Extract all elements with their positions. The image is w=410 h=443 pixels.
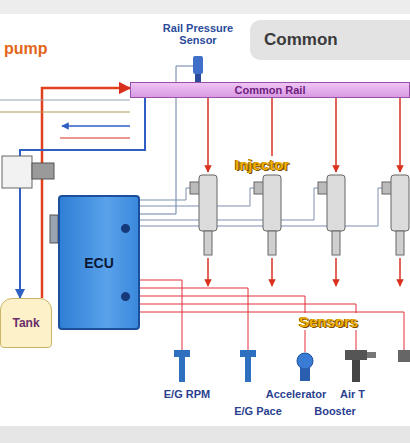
injector-symbol — [190, 175, 217, 286]
wire — [60, 138, 130, 139]
part-label: pump — [4, 40, 48, 58]
signal-wire — [140, 188, 318, 220]
injector-body — [199, 175, 217, 231]
pump-body — [2, 156, 32, 188]
injector-symbol — [318, 175, 345, 286]
diagram-title: Common — [264, 20, 338, 60]
rpm-sensor — [174, 350, 190, 357]
air-temp-sensor — [398, 350, 410, 362]
spray-arrow — [271, 258, 273, 286]
pressure-sensor — [193, 56, 203, 74]
pipe — [0, 99, 130, 100]
node-text: ECU — [84, 255, 114, 271]
booster-sensor — [345, 350, 367, 360]
rpm-sensor — [179, 357, 185, 382]
injector-nozzle — [268, 231, 276, 255]
sensor-label: Rail Pressure Sensor — [152, 22, 244, 46]
ecu-box: ECU — [58, 195, 140, 330]
injector-body — [263, 175, 281, 231]
accelerator-sensor — [297, 353, 313, 369]
title-band: Common — [250, 20, 410, 60]
pump-head — [32, 163, 54, 179]
top-band — [0, 0, 410, 14]
injector-nozzle — [332, 231, 340, 255]
fuel-feed — [335, 97, 337, 172]
sensor-name: Booster — [314, 405, 356, 417]
ecu-connector — [50, 215, 58, 243]
booster-sensor — [367, 352, 376, 358]
pressure-sensor — [195, 74, 201, 82]
bottom-band — [0, 426, 410, 443]
spray-arrow — [399, 258, 401, 286]
pipe — [0, 111, 130, 112]
injector-body — [327, 175, 345, 231]
sensor-name: E/G Pace — [234, 405, 282, 417]
group-label: Sensors — [296, 313, 361, 330]
sensor-wire — [140, 312, 404, 350]
sensor-name: Air T — [340, 388, 365, 400]
signal-wire — [140, 188, 190, 200]
sensor-wire — [140, 288, 248, 350]
fuel-feed — [207, 97, 209, 172]
fuel-tank: Tank — [0, 298, 52, 348]
group-label: Injector — [232, 156, 292, 173]
rail-bar: Common Rail — [130, 82, 410, 98]
booster-sensor — [352, 360, 360, 382]
spray-arrow — [335, 258, 337, 286]
injector-nozzle — [204, 231, 212, 255]
node-text: Common Rail — [235, 84, 306, 96]
sensor-wire — [140, 280, 182, 350]
node-text: Tank — [12, 316, 39, 330]
sensor-name: Accelerator — [266, 388, 327, 400]
injector-symbol — [382, 175, 409, 286]
pace-sensor — [240, 350, 256, 357]
return-pipe — [62, 125, 130, 127]
accelerator-sensor — [300, 368, 310, 381]
injector-symbol — [254, 175, 281, 286]
pace-sensor — [245, 357, 251, 382]
spray-arrow — [207, 258, 209, 286]
sensor-name: E/G RPM — [164, 388, 210, 400]
fuel-feed — [399, 97, 401, 172]
injector-body — [391, 175, 409, 231]
injector-nozzle — [396, 231, 404, 255]
